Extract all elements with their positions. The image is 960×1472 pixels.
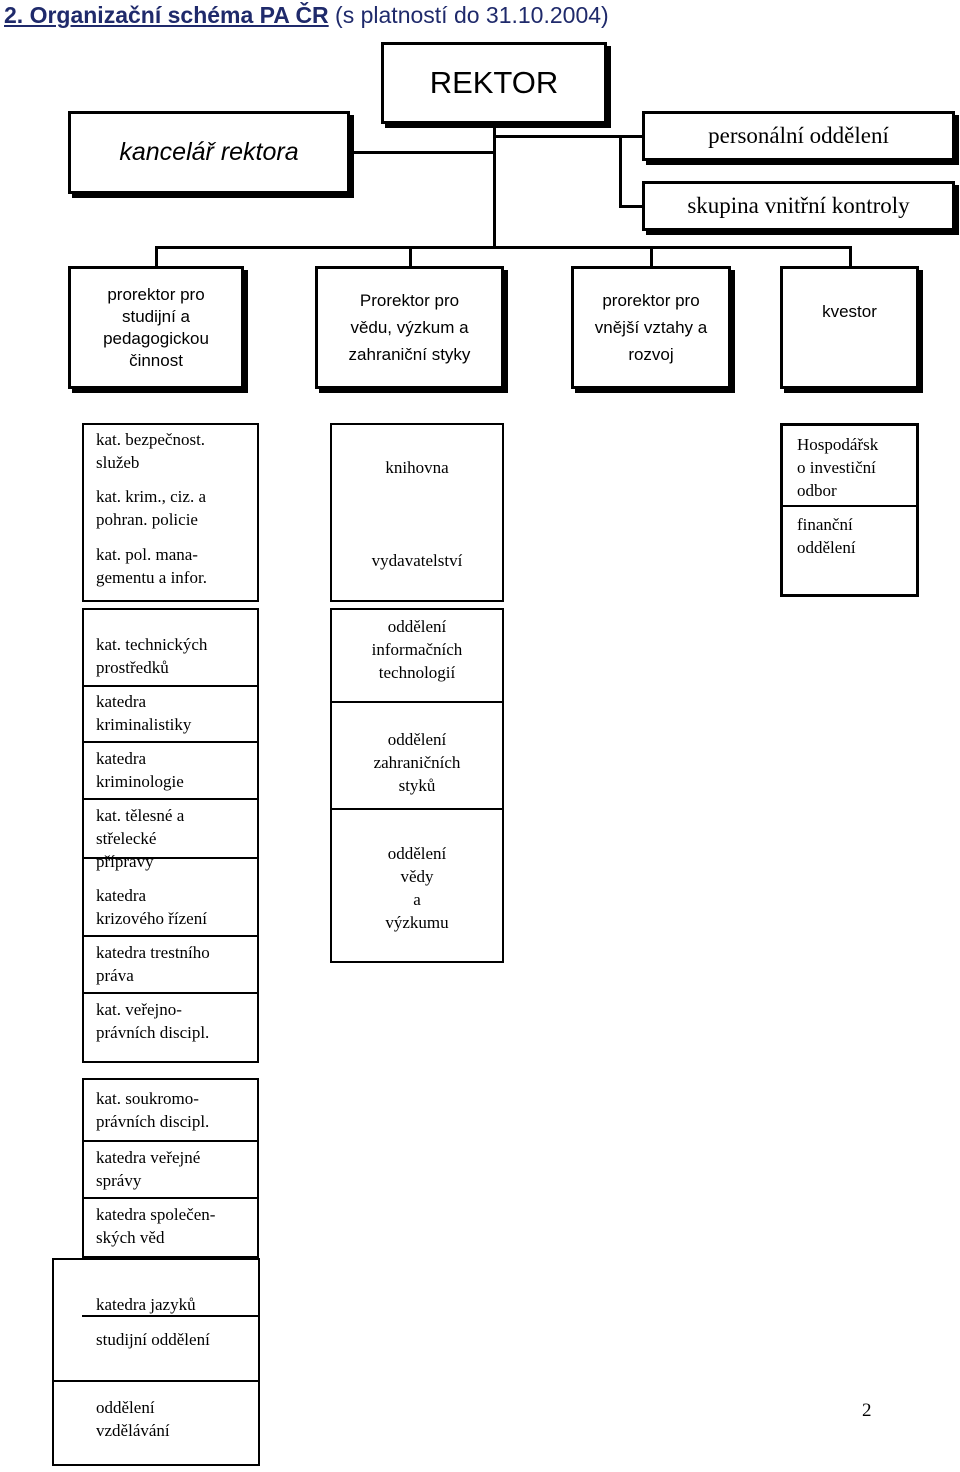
science-column-upper [330, 423, 504, 602]
kvestor-unit-investment: Hospodářsk o investiční odbor [797, 435, 879, 500]
study-unit-5: katedra kriminalistiky [96, 692, 192, 734]
study-unit-13: katedra společen- ských věd [96, 1205, 216, 1247]
connector-drop-3 [650, 246, 653, 267]
study-divider-8 [82, 1197, 259, 1199]
science-divider-1 [330, 701, 504, 703]
study-unit-14: katedra jazyků [96, 1295, 196, 1314]
kvestor-label: kvestor [822, 302, 877, 321]
kancelar-label: kancelář rektora [119, 138, 299, 166]
kvestor-box: kvestor [780, 266, 919, 389]
study-unit-10: kat. veřejno- právních discipl. [96, 1000, 210, 1042]
science-column-lower [330, 608, 504, 963]
kontrola-label: skupina vnitřní kontroly [687, 193, 910, 218]
study-unit-4: kat. technických prostředků [96, 635, 208, 677]
connector-drop-4 [849, 246, 852, 267]
prorector-study-box: prorektor pro studijní a pedagogickou či… [68, 266, 244, 389]
study-divider-3 [82, 798, 259, 800]
study-divider-9 [82, 1315, 259, 1317]
study-unit-12: katedra veřejné správy [96, 1148, 201, 1190]
study-unit-9: katedra trestního práva [96, 943, 210, 985]
personal-box: personální oddělení [642, 111, 955, 161]
rektor-label: REKTOR [429, 65, 559, 100]
science-divider-2 [330, 808, 504, 810]
prorector-science-box: Prorektor pro vědu, výzkum a zahraniční … [315, 266, 504, 389]
connector-personal [494, 135, 642, 138]
connector-rektor-down [493, 124, 496, 248]
connector-vertical-right [619, 135, 622, 208]
connector-kancelar [350, 151, 494, 154]
study-column-upper [82, 423, 259, 602]
prorector-relations-label: prorektor pro vnější vztahy a rozvoj [594, 291, 708, 364]
study-divider-1 [82, 685, 259, 687]
rektor-box: REKTOR [381, 42, 607, 124]
page-number: 2 [862, 1400, 872, 1421]
study-unit-16: oddělení vzdělávání [96, 1398, 170, 1440]
kontrola-box: skupina vnitřní kontroly [642, 181, 955, 231]
study-unit-15: studijní oddělení [96, 1330, 210, 1349]
study-unit-2: kat. krim., ciz. a pohran. policie [96, 487, 206, 529]
connector-drop-1 [155, 246, 158, 267]
page-title: 2. Organizační schéma PA ČR [4, 2, 329, 28]
prorector-relations-box: prorektor pro vnější vztahy a rozvoj [571, 266, 731, 389]
study-unit-1: kat. bezpečnost. služeb [96, 430, 206, 472]
science-unit-publisher: vydavatelství [371, 551, 463, 570]
study-column-middle [82, 608, 259, 1063]
connector-horizontal-main [155, 246, 851, 249]
study-unit-8: katedra krizového řízení [96, 886, 207, 928]
science-unit-it: oddělení informačních technologií [371, 617, 463, 682]
kancelar-box: kancelář rektora [68, 111, 350, 194]
study-divider-2 [82, 741, 259, 743]
connector-kontrola [619, 205, 642, 208]
science-unit-foreign: oddělení zahraničních styků [373, 730, 461, 795]
study-unit-3: kat. pol. mana- gementu a infor. [96, 545, 207, 587]
personal-label: personální oddělení [708, 123, 889, 148]
study-divider-7 [82, 1140, 259, 1142]
study-inner-line [52, 1380, 260, 1382]
study-divider-6 [82, 992, 259, 994]
study-divider-5 [82, 935, 259, 937]
study-column-lower [82, 1078, 259, 1258]
kvestor-unit-finance: finanční oddělení [797, 515, 856, 557]
kvestor-divider [780, 505, 919, 507]
prorector-science-label: Prorektor pro vědu, výzkum a zahraniční … [348, 291, 471, 364]
validity-note: (s platností do 31.10.2004) [328, 2, 609, 28]
kvestor-column [780, 423, 919, 597]
prorector-study-label: prorektor pro studijní a pedagogickou či… [103, 284, 209, 370]
study-column-bottom [52, 1258, 260, 1466]
science-unit-library: knihovna [385, 458, 449, 477]
study-divider-4 [82, 857, 259, 859]
study-unit-11: kat. soukromo- právních discipl. [96, 1089, 210, 1131]
connector-drop-2 [409, 246, 412, 267]
study-unit-7: kat. tělesné a střelecké přípravy [96, 806, 185, 871]
study-unit-6: katedra kriminologie [96, 749, 184, 791]
page-heading: 2. Organizační schéma PA ČR (s platností… [4, 2, 609, 29]
science-unit-research: oddělení vědy a výzkumu [385, 844, 449, 932]
